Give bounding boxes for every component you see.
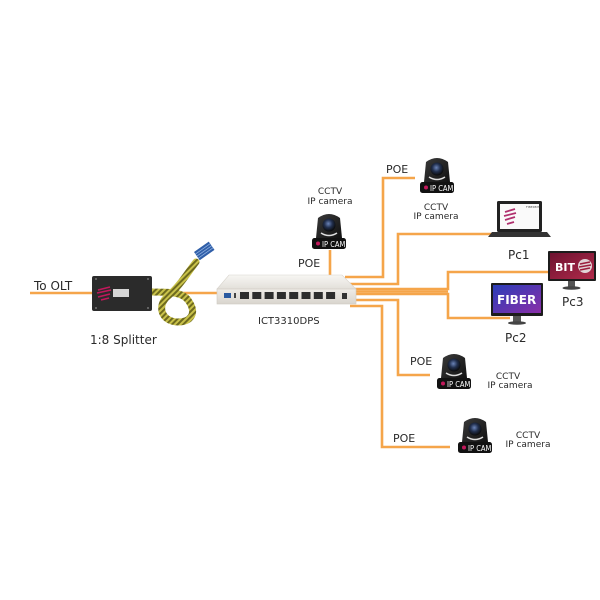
label-cam3-poe: POE — [410, 355, 433, 368]
ip-camera-cam2: IP CAM — [420, 158, 454, 193]
label-cam2-poe: POE — [386, 163, 409, 176]
label-pc2: Pc2 — [505, 331, 527, 345]
ip-cam-badge: IP CAM — [468, 444, 492, 453]
label-cam1-poe: POE — [298, 257, 321, 270]
camera-lens-icon — [468, 422, 482, 436]
rj45-port — [240, 292, 249, 299]
label-cam3-cctv: CCTV — [495, 372, 521, 382]
label-cam4-cctv: CCTV — [515, 431, 541, 441]
splitter — [92, 241, 215, 326]
rj45-port — [264, 292, 274, 299]
rj45-ports — [240, 292, 336, 299]
label-cam4-ipcamera: IP camera — [505, 440, 551, 450]
laptop-pc1: FIBERBIT — [488, 201, 551, 237]
camera-lens-icon — [430, 162, 444, 176]
label-cam1-ipcamera: IP camera — [307, 197, 353, 207]
label-switch: ICT3310DPS — [258, 316, 320, 327]
brand-logo-icon — [96, 286, 112, 301]
ip-cam-badge: IP CAM — [447, 380, 471, 389]
brand-logo-icon — [503, 208, 517, 225]
label-pc3: Pc3 — [562, 295, 584, 309]
cameras: IP CAM IP CAM IP CAM IP CAM — [312, 158, 492, 453]
ip-camera-cam1: IP CAM — [312, 214, 346, 249]
laptop-brand-text: FIBERBIT — [526, 205, 540, 209]
label-cam3-ipcamera: IP camera — [487, 381, 533, 391]
rj45-port — [326, 292, 336, 299]
cable-cam1 — [328, 250, 340, 279]
camera-lens-icon — [447, 358, 461, 372]
pc3-screen-text: BIT — [555, 261, 575, 274]
rj45-port — [252, 292, 262, 299]
label-cam2-cctv: CCTV — [423, 203, 449, 213]
cable-cam4 — [350, 304, 450, 449]
ip-camera-cam4: IP CAM — [458, 418, 492, 453]
ip-camera-cam3: IP CAM — [437, 354, 471, 389]
cables — [30, 176, 548, 449]
pc2-screen-text: FIBER — [497, 293, 536, 307]
rj45-port — [289, 292, 299, 299]
label-cam4-poe: POE — [393, 432, 416, 445]
cable-cam2 — [345, 176, 415, 279]
monitor-pc3: BIT — [548, 251, 596, 290]
cable-pc2 — [352, 292, 510, 320]
ip-cam-badge: IP CAM — [322, 240, 346, 249]
switch-ict3310dps — [216, 274, 357, 305]
monitor-pc2: FIBER — [491, 283, 543, 325]
label-pc1: Pc1 — [508, 248, 530, 262]
power-port — [342, 293, 347, 299]
label-cam1-cctv: CCTV — [317, 187, 343, 197]
ip-cam-badge: IP CAM — [430, 184, 454, 193]
sfp-port — [224, 293, 231, 298]
splitter-label-plate — [113, 289, 129, 297]
cable-pc3 — [352, 270, 548, 291]
fanout-connectors — [194, 241, 215, 261]
label-to-olt: To OLT — [34, 279, 73, 293]
label-splitter: 1:8 Splitter — [90, 333, 157, 347]
camera-lens-icon — [322, 218, 336, 232]
cable-cam3 — [352, 298, 430, 377]
rj45-port — [301, 292, 311, 299]
rj45-port — [276, 292, 286, 299]
cable-pc1 — [350, 232, 495, 286]
label-cam2-ipcamera: IP camera — [413, 212, 459, 222]
fiber-braid — [146, 258, 200, 326]
rj45-port — [313, 292, 323, 299]
